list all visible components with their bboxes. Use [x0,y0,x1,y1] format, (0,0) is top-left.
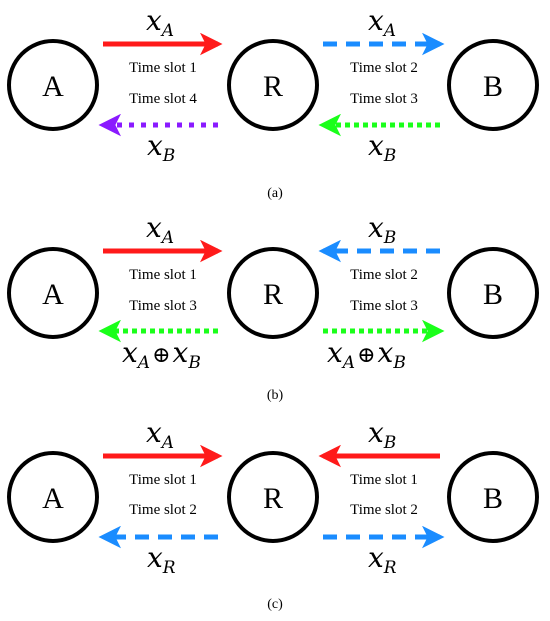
node-a-circle [7,247,99,339]
node-a-label: A [42,70,64,103]
packet-label-xa: xA [368,4,396,41]
packet-label-xa: xA [146,211,174,248]
time-slot-label: Time slot 3 [129,298,197,314]
packet-label-xb: xB [368,416,396,453]
time-slot-label: Time slot 1 [350,472,418,488]
packet-label-xb: xB [147,129,175,166]
packet-label-xa: xA [146,416,174,453]
node-b-label: B [483,482,503,515]
time-slot-label: Time slot 1 [129,472,197,488]
panel-a: A R B xA Time slot 1 Time slot 4 xB xA T… [7,4,539,201]
node-a-label: A [42,278,64,311]
node-a-label: A [42,482,64,515]
packet-label-xa-xor-xb: xA⊕xB [327,336,406,373]
node-b-circle [447,247,539,339]
node-a-circle [7,39,99,131]
node-r-label: R [263,278,283,311]
time-slot-label: Time slot 2 [350,267,418,283]
node-b-circle [447,451,539,543]
panel-caption: (a) [267,186,283,201]
node-r-circle [227,39,319,131]
time-slot-label: Time slot 2 [350,60,418,76]
time-slot-label: Time slot 2 [350,502,418,518]
node-r-circle [227,247,319,339]
panel-caption: (b) [267,388,284,403]
time-slot-label: Time slot 1 [129,267,197,283]
packet-label-xb: xB [368,129,396,166]
packet-label-xb: xB [368,211,396,248]
time-slot-label: Time slot 2 [129,502,197,518]
panel-c: A R B xA Time slot 1 Time slot 2 xR xB T… [7,416,539,612]
node-r-label: R [263,70,283,103]
node-b-label: B [483,278,503,311]
time-slot-label: Time slot 1 [129,60,197,76]
packet-label-xr: xR [147,541,176,578]
panel-b: A R B xA Time slot 1 Time slot 3 xA⊕xB x… [7,211,539,403]
node-b-circle [447,39,539,131]
node-b-label: B [483,70,503,103]
node-r-label: R [263,482,283,515]
panel-caption: (c) [267,597,283,612]
packet-label-xa-xor-xb: xA⊕xB [122,336,201,373]
node-a-circle [7,451,99,543]
time-slot-label: Time slot 3 [350,298,418,314]
packet-label-xr: xR [368,541,397,578]
time-slot-label: Time slot 3 [350,91,418,107]
time-slot-label: Time slot 4 [129,91,197,107]
node-r-circle [227,451,319,543]
packet-label-xa: xA [146,4,174,41]
